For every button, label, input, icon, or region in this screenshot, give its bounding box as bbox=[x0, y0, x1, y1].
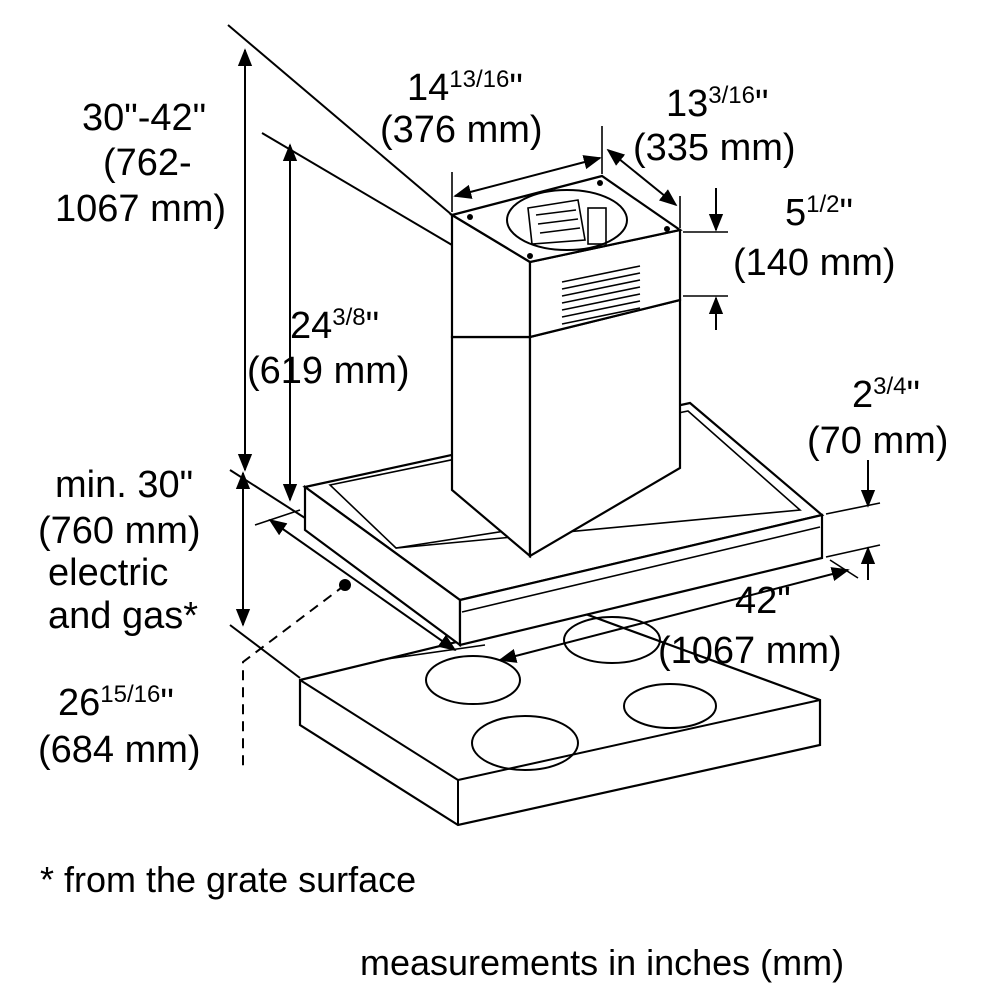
burner-front-right bbox=[471, 715, 579, 771]
top-section-label: 51/2" bbox=[785, 191, 853, 234]
clearance-label: min. 30" bbox=[55, 464, 193, 506]
hood-depth-dimension bbox=[242, 509, 457, 770]
burner-back-right bbox=[623, 683, 717, 729]
width-mm-label: (376 mm) bbox=[380, 109, 543, 151]
canopy-thickness-mm-label: (70 mm) bbox=[807, 420, 948, 462]
hood-width-mm-label: (1067 mm) bbox=[658, 630, 842, 672]
hood-width-label: 42" bbox=[735, 580, 791, 622]
clearance-mm-label: (760 mm) bbox=[38, 510, 201, 552]
hood-depth-label: 2615/16" bbox=[58, 681, 174, 724]
depth-label: 133/16" bbox=[666, 82, 769, 125]
clearance-dimension bbox=[229, 469, 306, 679]
clearance-fuel-line1: electric bbox=[48, 552, 168, 594]
top-section-dimension bbox=[683, 188, 728, 330]
width-label: 1413/16" bbox=[407, 66, 523, 109]
chimney-width-dimension bbox=[451, 126, 603, 212]
canopy-thickness-dimension bbox=[825, 460, 881, 580]
total-height-label: 30"-42" bbox=[82, 97, 206, 139]
hood-chimney bbox=[449, 174, 683, 559]
clearance-fuel-line2: and gas* bbox=[48, 595, 198, 637]
cooktop bbox=[298, 610, 822, 827]
ceiling-line bbox=[227, 24, 453, 216]
chimney-height-mm-label: (619 mm) bbox=[247, 350, 410, 392]
hood-width-dimension bbox=[379, 559, 859, 663]
vent-grille bbox=[561, 265, 641, 325]
depth-mm-label: (335 mm) bbox=[633, 127, 796, 169]
canopy-thickness-label: 23/4" bbox=[852, 373, 920, 416]
chimney-depth-dimension bbox=[606, 148, 681, 228]
hood-depth-mm-label: (684 mm) bbox=[38, 729, 201, 771]
units-note: measurements in inches (mm) bbox=[360, 942, 844, 983]
footnote: * from the grate surface bbox=[40, 859, 416, 900]
total-height-mm-line1: (762- bbox=[103, 142, 192, 184]
top-section-mm-label: (140 mm) bbox=[733, 242, 896, 284]
total-height-mm-line2: 1067 mm) bbox=[55, 188, 226, 230]
chimney-height-label: 243/8" bbox=[290, 304, 379, 347]
burner-front-left bbox=[425, 655, 521, 705]
